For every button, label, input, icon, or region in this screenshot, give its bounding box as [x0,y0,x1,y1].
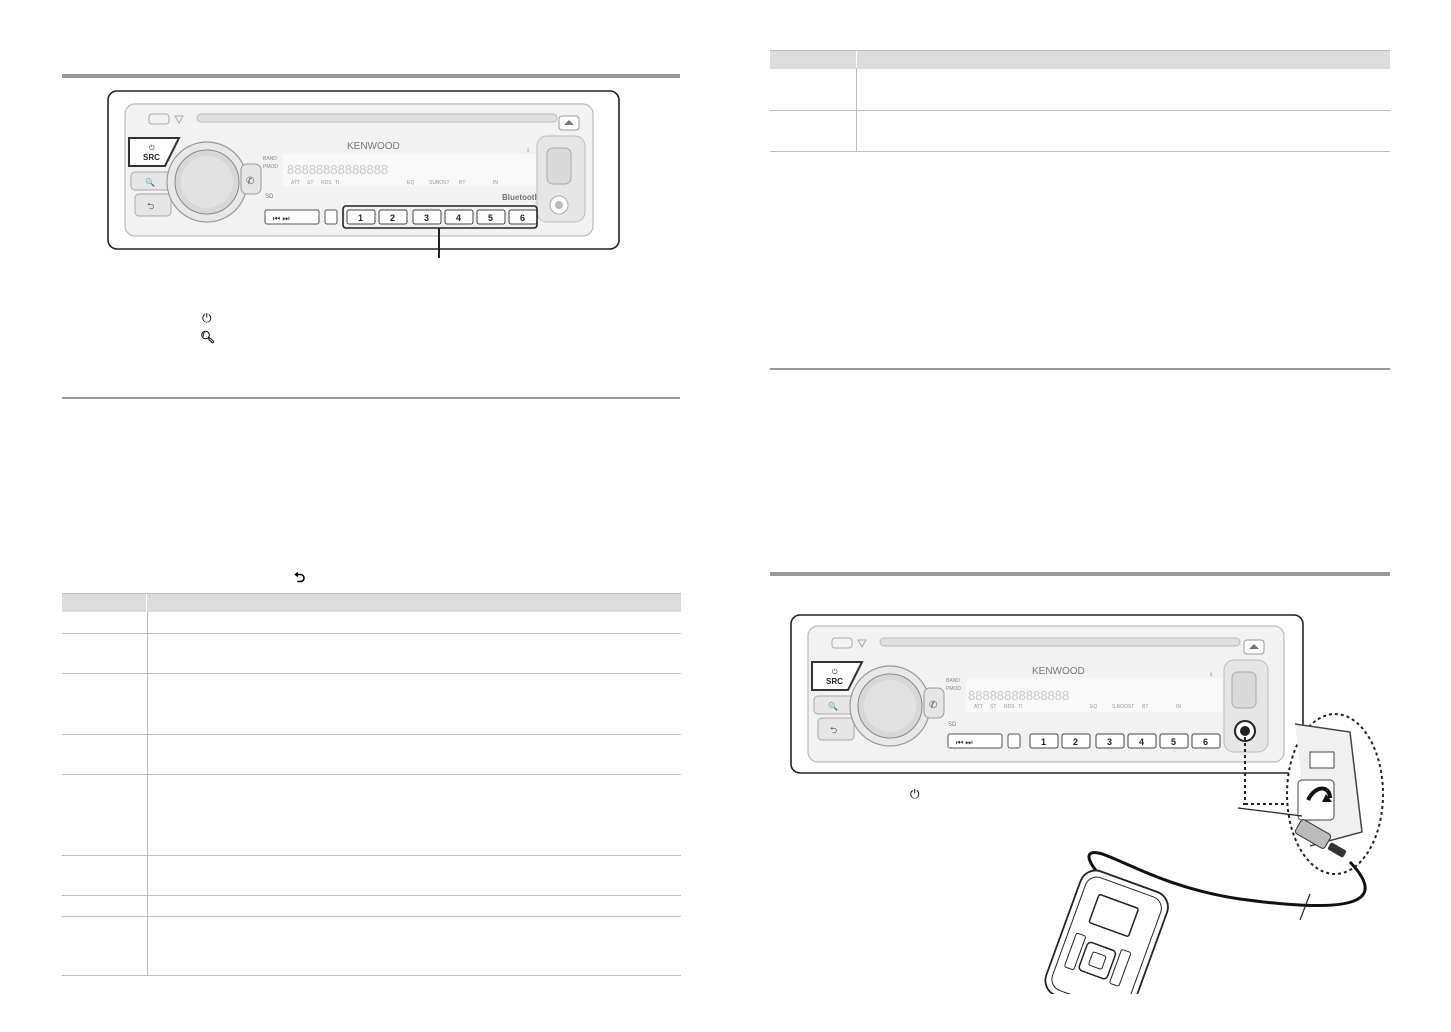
svg-text:⏻: ⏻ [149,144,155,152]
bottom-preset-key-4 [1127,733,1157,749]
pmod-label-top: PMOD [263,164,278,170]
callout-line [438,228,440,258]
band-label-bottom: BAND [946,678,960,684]
bottom-indicator-label: ST [990,704,996,710]
top-preset-key-label: 1 [358,213,363,223]
search-icon: 🔍︎ [200,330,216,344]
bluetooth-label: Bluetooth [502,193,539,202]
svg-text:88888888888888: 88888888888888 [968,688,1069,703]
top-indicator-label: SUBOST [429,180,450,186]
svg-text:🔍: 🔍 [145,177,155,187]
bottom-indicator-label: EQ [1090,704,1097,710]
svg-text:⮌: ⮌ [830,725,837,735]
top-indicator-label: TI [335,180,339,186]
section-rule-bottom-right [770,572,1390,576]
top-indicator-label: RDS [321,180,332,186]
power-icon: ⏻ [910,787,920,801]
bottom-indicator-label: BT [1142,704,1148,710]
bottom-preset-key-2 [1061,733,1091,749]
svg-text:🔍: 🔍 [828,701,838,711]
settings-table-left [62,593,681,976]
section-rule-mid-left [62,397,680,399]
svg-text:⏮ ⏭: ⏮ ⏭ [273,214,290,223]
settings-table-right [770,50,1390,152]
top-indicator-label: ST [307,180,313,186]
svg-text:⭳: ⭳ [1210,671,1212,678]
bottom-preset-key-label: 4 [1139,737,1144,747]
top-preset-key-label: 3 [424,213,429,223]
bottom-preset-key-label: 3 [1107,737,1112,747]
src-button-label-top: SRC [143,153,160,162]
back-arrow-icon: ⮌ [294,570,306,586]
table-header [770,50,1390,69]
top-preset-key-4 [444,209,474,225]
top-indicator-label: ATT [291,180,300,186]
bottom-indicator-label: RDS [1004,704,1015,710]
bottom-indicator-label: ATT [974,704,983,710]
bottom-preset-key-3 [1095,733,1125,749]
svg-text:SD: SD [948,722,957,728]
bottom-indicator-label: S.BOOST [1112,704,1134,710]
brand-label-bottom: KENWOOD [1032,666,1085,677]
bottom-indicator-label: TI [1018,704,1022,710]
top-indicator-label: IN [493,180,498,186]
svg-text:⮌: ⮌ [147,201,154,211]
band-label-top: BAND [263,156,277,162]
svg-text:SD: SD [265,194,274,200]
src-button-label-bottom: SRC [826,677,843,686]
bottom-preset-key-6 [1191,733,1221,749]
bottom-preset-key-label: 2 [1073,737,1078,747]
bottom-preset-key-1 [1029,733,1059,749]
top-preset-key-1 [346,209,376,225]
bottom-preset-key-label: 1 [1041,737,1046,747]
bottom-indicator-label: IN [1176,704,1181,710]
top-preset-key-3 [412,209,442,225]
svg-text:✆: ✆ [929,700,937,711]
brand-label-top: KENWOOD [347,141,400,152]
top-indicator-label: BT [459,180,465,186]
power-icon: ⏻ [202,311,212,325]
top-preset-key-5 [476,209,506,225]
bottom-preset-key-label: 5 [1171,737,1176,747]
bottom-preset-key-5 [1159,733,1189,749]
svg-text:⭳: ⭳ [527,147,529,154]
svg-text:⏮ ⏭: ⏮ ⏭ [956,738,973,747]
section-rule-top-left [62,74,680,78]
top-preset-key-2 [378,209,408,225]
svg-text:✆: ✆ [246,176,254,187]
section-rule-mid-right [770,368,1390,370]
table-header [62,593,681,612]
svg-text:⏻: ⏻ [832,668,838,676]
car-stereo-aux-illustration: SRC ⏻ 🔍 ⮌ ✆ BAND PMOD KENWOOD 8888888888… [790,614,1384,994]
top-preset-key-label: 4 [456,213,461,223]
top-preset-key-label: 6 [520,213,525,223]
bottom-preset-key-label: 6 [1203,737,1208,747]
car-stereo-illustration-top: SRC ⏻ 🔍 ⮌ ✆ BAND PMOD KENWOOD 8888888888… [107,90,620,250]
pmod-label-bottom: PMOD [946,686,961,692]
top-preset-key-label: 5 [488,213,493,223]
top-preset-key-label: 2 [390,213,395,223]
svg-text:88888888888888: 88888888888888 [287,162,388,177]
top-indicator-label: EQ [407,180,414,186]
